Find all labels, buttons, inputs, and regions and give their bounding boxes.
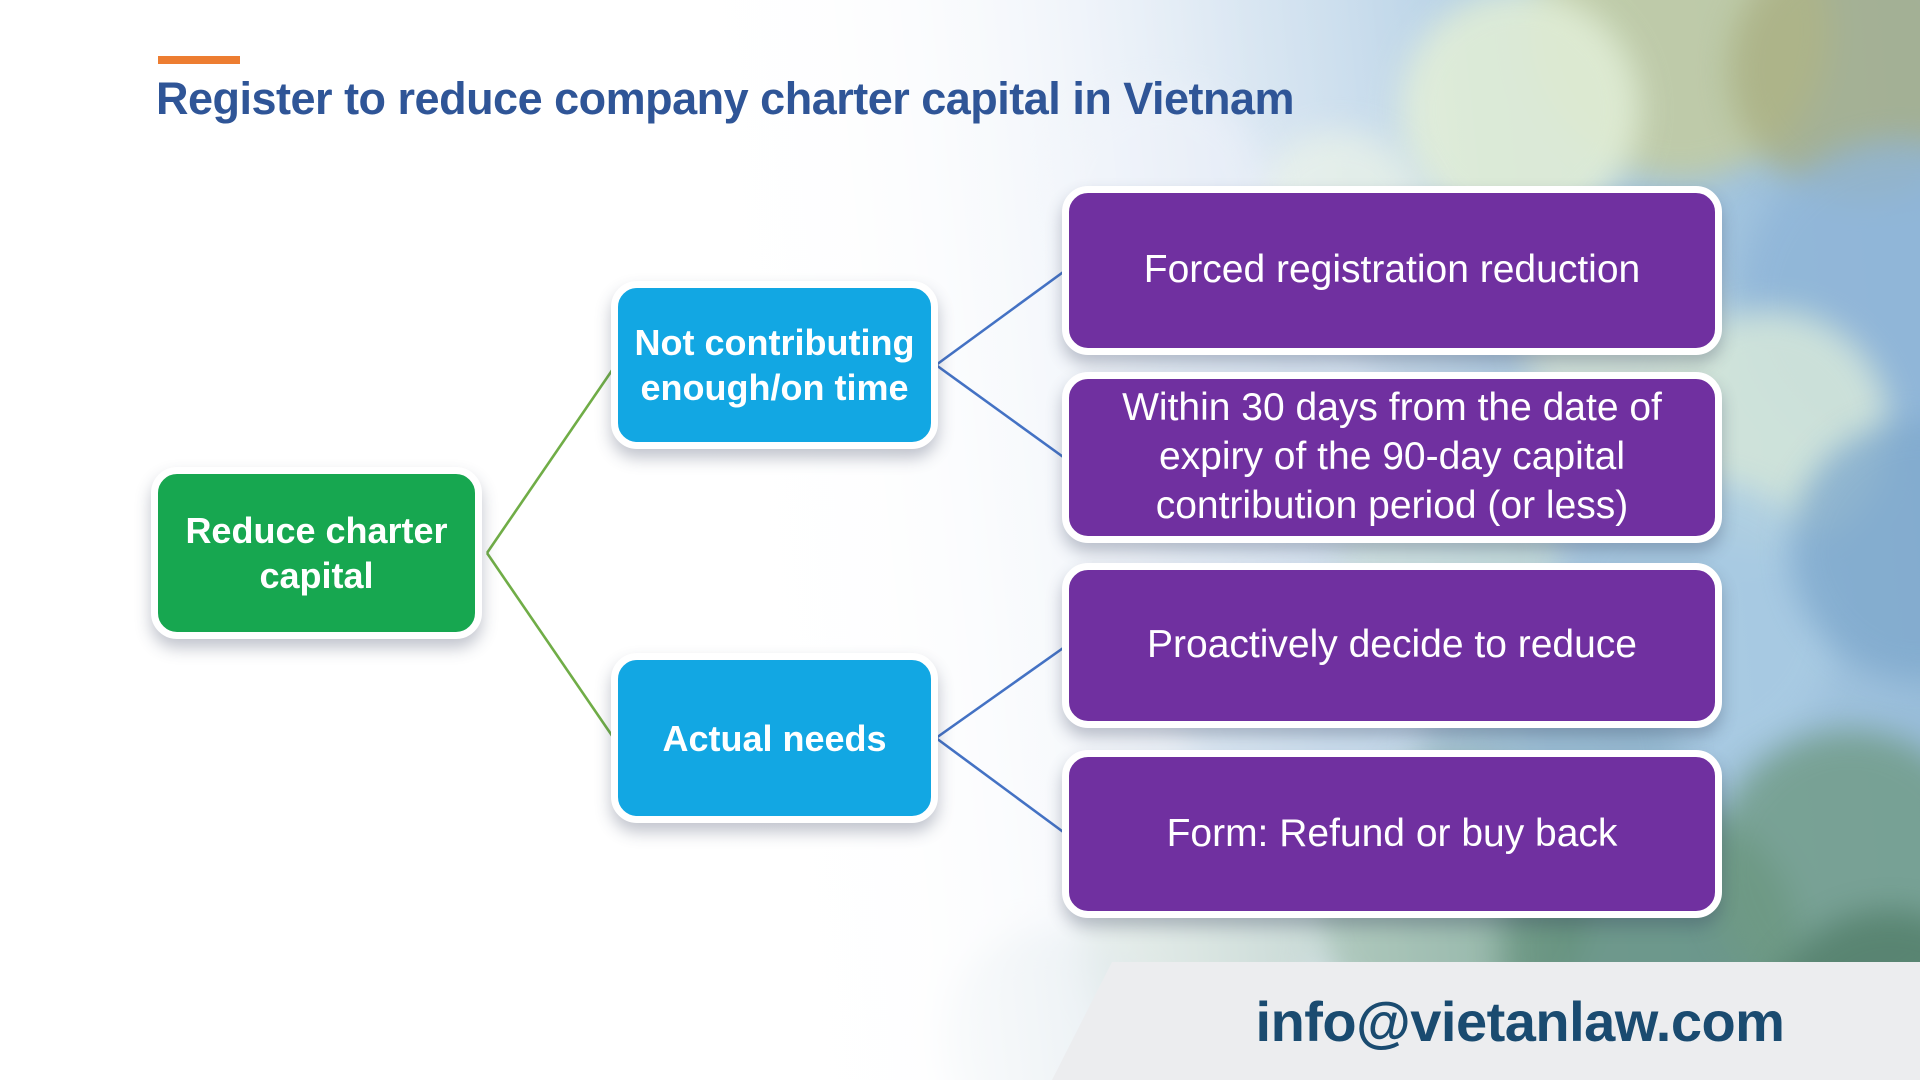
node-not-contributing: Not contributing enough/on time [611,281,938,449]
accent-bar [158,56,240,64]
connector-branch1-outcome2 [935,363,1067,461]
connector-branch1-outcome1 [935,268,1067,367]
node-reduce-charter-capital: Reduce charter capital [151,467,482,639]
connector-root-branch2 [485,552,617,741]
footer-banner: info@vietanlaw.com [1052,962,1920,1080]
node-form-refund-buyback: Form: Refund or buy back [1062,750,1722,918]
connector-branch2-outcome3 [935,644,1067,740]
contact-email: info@vietanlaw.com [1255,989,1785,1053]
connector-branch2-outcome4 [935,736,1067,836]
page-title: Register to reduce company charter capit… [156,73,1295,124]
node-within-30-days: Within 30 days from the date of expiry o… [1062,372,1722,543]
node-actual-needs: Actual needs [611,653,938,823]
connector-root-branch1 [485,365,617,554]
node-proactively-decide: Proactively decide to reduce [1062,563,1722,728]
node-forced-registration: Forced registration reduction [1062,186,1722,355]
